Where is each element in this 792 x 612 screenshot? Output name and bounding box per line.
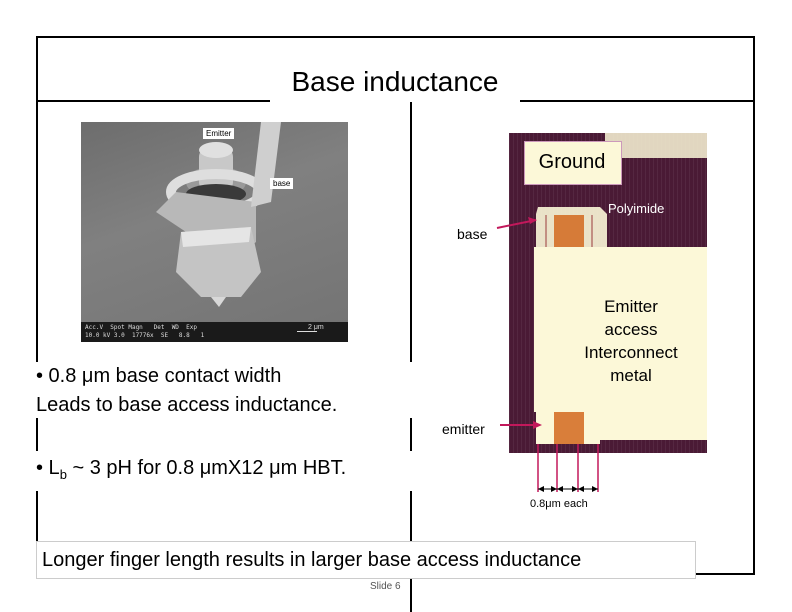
bullet-2-rest: ~ 3 pH for 0.8 μmX12 μm HBT. — [66, 457, 347, 479]
bullet-base-contact: • 0.8 μm base contact width Leads to bas… — [36, 362, 426, 418]
sem-base-label: base — [270, 178, 294, 189]
sem-micrograph — [81, 122, 348, 342]
vertical-divider — [410, 102, 412, 612]
sem-scale-bar — [297, 331, 317, 332]
slide-number: Slide 6 — [370, 581, 401, 592]
polyimide-label: Polyimide — [608, 201, 665, 216]
bullet-1-line-2: Leads to base access inductance. — [36, 394, 338, 416]
caption-text: Longer finger length results in larger b… — [42, 549, 582, 571]
bullet-2-subscript: b — [59, 467, 67, 482]
sem-info-bar — [81, 322, 348, 342]
ground-box — [524, 141, 622, 185]
slide-title: Base inductance — [270, 62, 520, 102]
xsec-emitter-label: emitter — [440, 420, 487, 438]
interconnect-line-2: access — [604, 320, 658, 339]
sem-emitter-label: Emitter — [203, 128, 235, 139]
interconnect-label: Emitter access Interconnect metal — [556, 295, 706, 387]
interconnect-line-3: Interconnect — [584, 343, 678, 362]
interconnect-line-1: Emitter — [604, 297, 658, 316]
sem-meta-line2: 10.0 kV 3.0 17776x SE 8.8 1 — [85, 332, 205, 339]
sem-scale-label: 2 μm — [308, 324, 324, 331]
bullet-1-line-1: • 0.8 μm base contact width — [36, 365, 282, 387]
xsec-base-label: base — [455, 225, 490, 243]
caption-box — [36, 541, 696, 579]
interconnect-line-4: metal — [610, 366, 652, 385]
sem-structure-drawing — [156, 122, 281, 307]
bullet-inductance-value: • Lb ~ 3 pH for 0.8 μmX12 μm HBT. — [36, 451, 426, 491]
ground-label: Ground — [538, 151, 606, 173]
sem-meta-line1: Acc.V Spot Magn Det WD Exp — [85, 324, 197, 331]
bullet-2-prefix: • L — [36, 457, 60, 479]
dimension-label: 0.8μm each — [530, 498, 588, 510]
